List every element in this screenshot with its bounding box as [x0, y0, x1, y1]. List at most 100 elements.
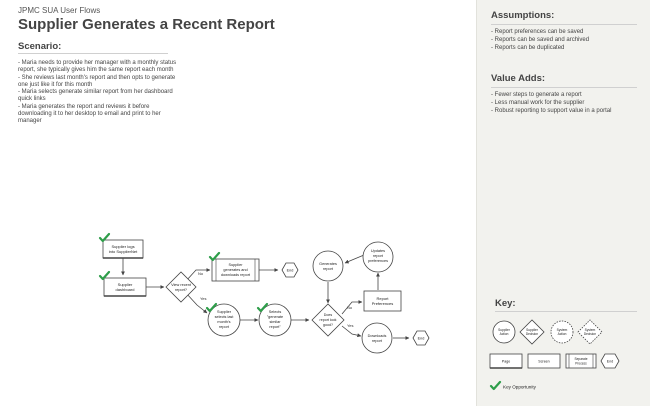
node-selects-similar-label-4: report" [269, 325, 281, 329]
assumption-item: - Report preferences can be saved [491, 29, 584, 35]
side-panel: Assumptions: - Report preferences can be… [476, 0, 650, 406]
key-page-label: Page [502, 360, 510, 364]
node-updates-prefs-label-2: report [373, 254, 384, 258]
node-login-label-2: into SupplierNet [109, 249, 138, 254]
key-supplier-decision-label-2: Decision [526, 332, 538, 336]
key-screen-label: Screen [538, 360, 549, 364]
connectors [121, 254, 410, 340]
value-add-item: - Less manual work for the supplier [491, 100, 585, 106]
assumption-item: - Reports can be duplicated [491, 45, 565, 51]
scenario-list: - Maria needs to provide her manager wit… [18, 60, 178, 126]
node-end-1: End [281, 262, 299, 278]
node-selects-last-label-4: report [219, 325, 230, 329]
edge-label-no-2: No [347, 305, 353, 310]
key-system-decision-label-1: System [585, 328, 596, 332]
connector-view-yes [185, 292, 208, 314]
edge-label-yes-1: Yes [200, 296, 207, 301]
node-updates-prefs-shape [362, 241, 394, 273]
node-end-2-shape [412, 330, 430, 346]
node-selects-last-label-2: selects last [215, 315, 235, 319]
node-selects-similar-label-2: "generate [267, 315, 283, 319]
node-report-prefs-label-2: Preferences [372, 301, 394, 306]
key-page: Page [489, 353, 523, 369]
edge-label-yes-2: Yes [347, 323, 354, 328]
key-system-action: System Action [550, 320, 574, 344]
key-separate-process-shape [565, 353, 597, 369]
node-login: Supplier logs into SupplierNet [98, 232, 144, 259]
node-report-prefs-shape [363, 290, 402, 312]
node-end-2: End [412, 330, 430, 346]
edge-label-no-1: No [198, 271, 204, 276]
node-updates-prefs-label-1: Updates [371, 249, 385, 253]
node-end-1-label: End [287, 269, 294, 273]
node-downloads-label-2: report [372, 339, 383, 343]
key-opportunity: Key Opportunity [489, 380, 537, 391]
node-generates-downloads-shape [211, 258, 260, 282]
value-adds-heading: Value Adds: [491, 73, 546, 84]
key-rule [495, 311, 637, 312]
key-supplier-decision: Supplier Decision [519, 319, 545, 345]
value-add-item: - Fewer steps to generate a report [491, 92, 582, 98]
connector-looksgood-no [341, 300, 363, 315]
node-generates-downloads-label-3: downloads report [221, 273, 251, 277]
key-system-decision-shape [577, 319, 603, 345]
node-view-recent-shape [165, 271, 197, 303]
node-looks-good-label-2: report look [320, 318, 337, 322]
node-generates-downloads-label-2: generates and [223, 268, 247, 272]
key-end-shape [600, 353, 620, 369]
scenario-item: - She reviews last month's report and th… [18, 74, 176, 88]
node-selects-similar: Selects "generate similar report" [256, 302, 292, 337]
assumption-item: - Reports can be saved and archived [491, 37, 590, 43]
node-downloads-shape [361, 322, 393, 354]
scenario-item: - Maria needs to provide her manager wit… [18, 60, 177, 74]
key-supplier-decision-shape [519, 319, 545, 345]
scenario-rule [18, 53, 168, 54]
node-dashboard: Supplier dashboard [98, 270, 147, 297]
node-view-recent-label-1: View recent [171, 283, 192, 287]
value-adds-rule [491, 87, 637, 88]
key-screen: Screen [527, 353, 561, 369]
node-looks-good-label-3: good? [323, 323, 333, 327]
key-heading: Key: [495, 298, 516, 309]
key-opportunity-label: Key Opportunity [503, 385, 537, 390]
node-looks-good-label-1: Does [324, 313, 333, 317]
node-generates-report: Generates report [312, 250, 344, 282]
key-supplier-action-label-1: Supplier [498, 328, 511, 332]
assumptions-list: - Report preferences can be saved - Repo… [491, 28, 641, 52]
key-screen-shape [527, 353, 561, 369]
value-add-item: - Robust reporting to support value in a… [491, 108, 612, 114]
key-legend: Supplier Action Supplier Decision System… [489, 319, 620, 391]
assumptions-heading: Assumptions: [491, 10, 555, 21]
node-login-label-1: Supplier logs [111, 244, 134, 249]
key-supplier-action: Supplier Action [492, 320, 516, 344]
main-panel: JPMC SUA User Flows Supplier Generates a… [18, 6, 275, 126]
key-separate-process: Separate Process [565, 353, 597, 369]
node-generates-report-label-1: Generates [319, 262, 337, 266]
page-title: Supplier Generates a Recent Report [18, 16, 275, 33]
key-system-action-label-1: System [557, 328, 568, 332]
scenario-item: - Maria selects generate similar report … [18, 89, 173, 103]
key-separate-process-label-2: Process [575, 362, 587, 366]
node-view-recent: View recent report? [165, 271, 197, 303]
node-downloads: Downloads report [361, 322, 393, 354]
node-report-prefs: Report Preferences [363, 290, 402, 312]
node-selects-last-shape [207, 303, 241, 337]
check-icon [489, 380, 502, 391]
node-selects-similar-shape [258, 303, 292, 337]
key-system-action-shape [550, 320, 574, 344]
node-generates-downloads-label-1: Supplier [229, 263, 244, 267]
key-supplier-action-shape [492, 320, 516, 344]
node-generates-report-label-2: report [323, 267, 334, 271]
node-updates-prefs-label-3: preferences [368, 259, 388, 263]
node-selects-last-label-3: month's [217, 320, 230, 324]
node-dashboard-label-2: dashboard [116, 287, 135, 292]
connector-updates-generates [344, 254, 365, 264]
node-selects-last-label-1: Supplier [217, 310, 232, 314]
scenario-heading: Scenario: [18, 41, 62, 52]
node-view-recent-label-2: report? [175, 288, 187, 292]
node-dashboard-label-1: Supplier [118, 282, 133, 287]
connector-view-no [185, 268, 211, 282]
connector-looksgood-yes [341, 325, 362, 338]
value-adds-list: - Fewer steps to generate a report - Les… [491, 91, 641, 115]
